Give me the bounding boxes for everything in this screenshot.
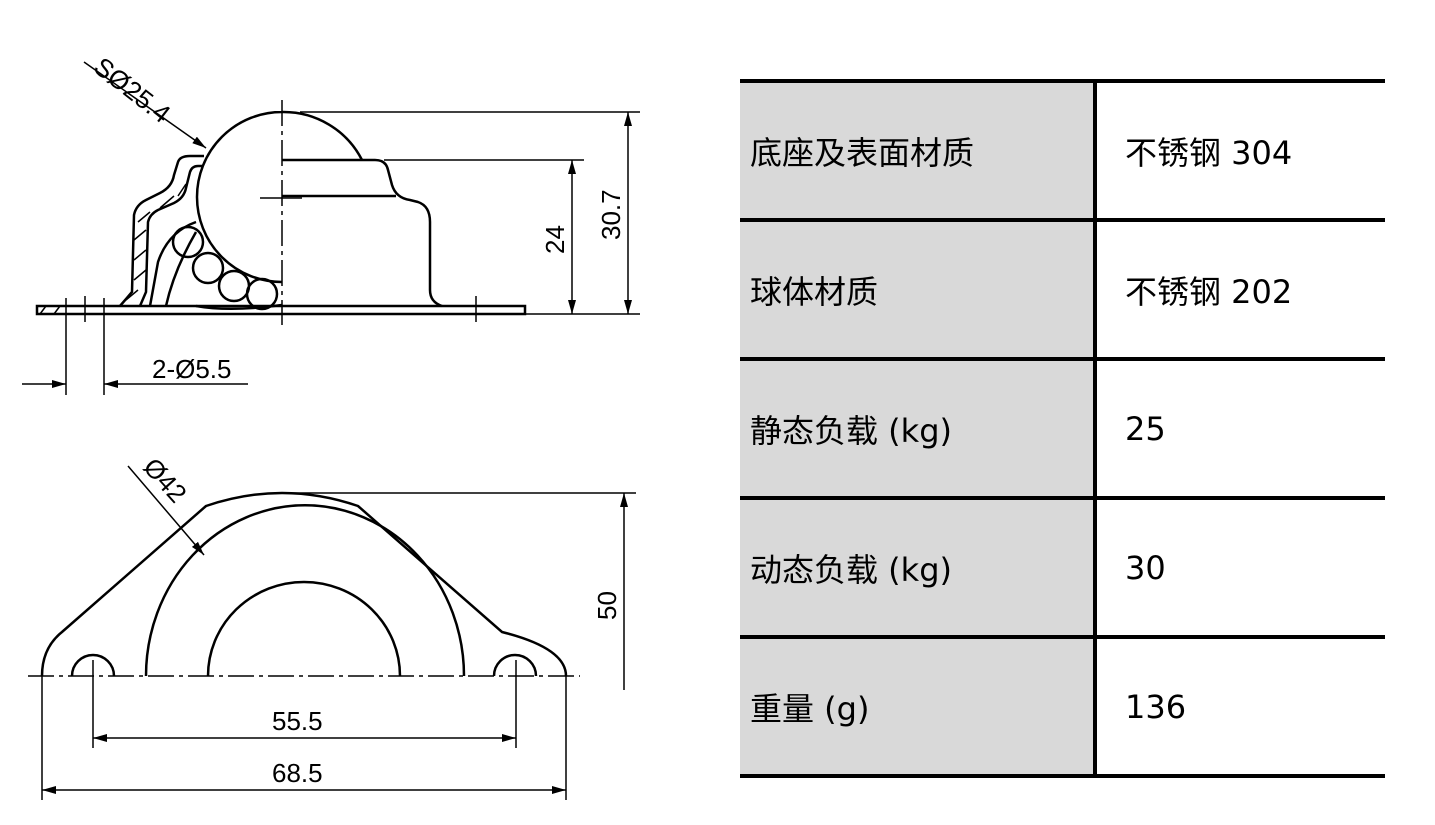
ball-diameter-label: SØ25.4 xyxy=(88,51,176,129)
diameter-label: Ø42 xyxy=(138,452,193,509)
main-ball xyxy=(195,110,364,284)
spec-row: 动态负载 (kg) 30 xyxy=(740,498,1385,639)
spec-label: 静态负载 (kg) xyxy=(740,359,1097,500)
spec-value: 25 xyxy=(1095,359,1385,500)
spec-row: 静态负载 (kg) 25 xyxy=(740,359,1385,500)
spec-label: 动态负载 (kg) xyxy=(740,498,1097,639)
mount-hole-left xyxy=(70,653,116,677)
spec-label: 重量 (g) xyxy=(740,637,1097,778)
depth-label: 50 xyxy=(592,591,622,620)
bearing-ball xyxy=(245,277,279,311)
top-view xyxy=(28,465,636,800)
spec-value: 不锈钢 304 xyxy=(1095,81,1385,222)
spec-value: 30 xyxy=(1095,498,1385,639)
base-plate xyxy=(35,304,527,316)
height-inner-label: 24 xyxy=(540,225,570,254)
spec-row: 重量 (g) 136 xyxy=(740,637,1385,778)
inner-arc xyxy=(206,580,402,677)
bearing-ball xyxy=(171,225,205,259)
technical-drawing: SØ25.4 24 30.7 2-Ø5.5 Ø42 50 55.5 68.5 xyxy=(22,51,640,800)
body-arc xyxy=(144,504,466,677)
spec-row: 底座及表面材质 不锈钢 304 xyxy=(740,81,1385,222)
housing-right xyxy=(282,158,443,308)
spec-label: 底座及表面材质 xyxy=(740,81,1097,222)
height-total-label: 30.7 xyxy=(596,189,626,240)
spec-row: 球体材质 不锈钢 202 xyxy=(740,220,1385,361)
housing-left-inner xyxy=(138,164,203,307)
spec-value: 136 xyxy=(1095,637,1385,778)
spec-label: 球体材质 xyxy=(740,220,1097,361)
overall-width-label: 68.5 xyxy=(272,758,323,788)
bearing-ball xyxy=(191,251,225,285)
flange-outline xyxy=(40,491,568,677)
hatch xyxy=(39,183,187,315)
housing-left xyxy=(119,154,204,307)
mount-hole-right xyxy=(492,653,538,677)
bearing-ball xyxy=(217,269,251,303)
spec-value: 不锈钢 202 xyxy=(1095,220,1385,361)
holes-dim-label: 2-Ø5.5 xyxy=(152,354,232,384)
raceway xyxy=(148,220,197,307)
side-view xyxy=(22,61,640,395)
hole-pitch-label: 55.5 xyxy=(272,706,323,736)
spec-table: 底座及表面材质 不锈钢 304 球体材质 不锈钢 202 静态负载 (kg) 2… xyxy=(740,79,1385,778)
